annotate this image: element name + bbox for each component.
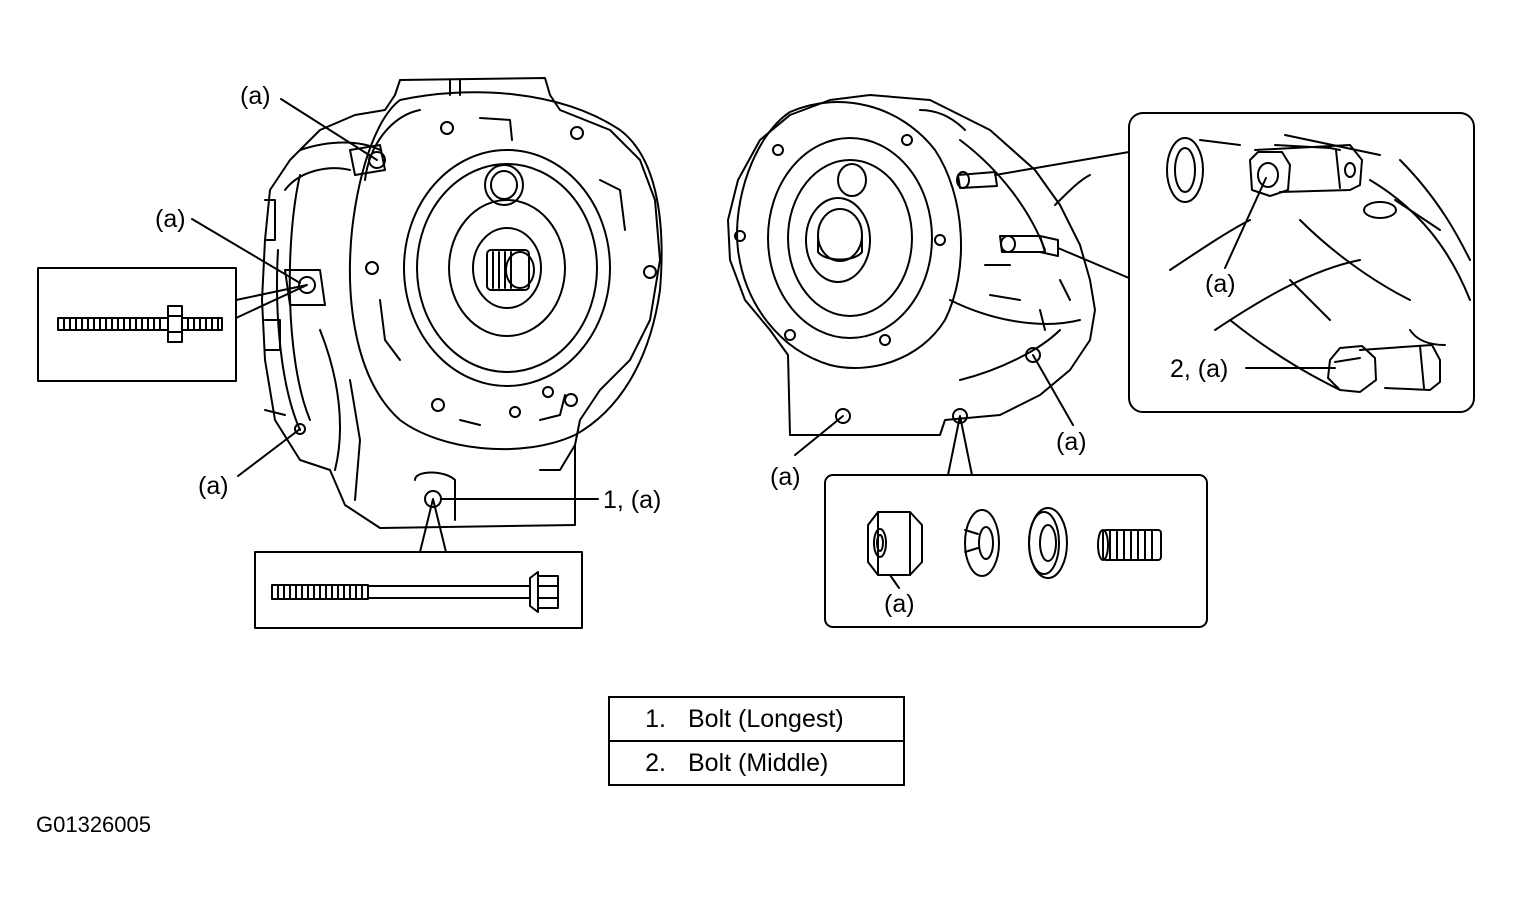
legend-number: 2. (645, 748, 666, 777)
leader-right-a (1032, 354, 1074, 426)
figure-id: G01326005 (36, 812, 151, 837)
leader-left-a (794, 415, 844, 456)
callout-a-nut: (a) (884, 590, 915, 618)
stud-bolt-inset (37, 267, 237, 382)
callout-a-upper-bolt: (a) (1205, 270, 1236, 298)
long-bolt-leader (419, 498, 447, 553)
leader-upper-bolt-a (1224, 177, 1267, 269)
nut-inset-leader (947, 415, 973, 476)
callout-2a: 2, (a) (1170, 355, 1228, 383)
legend-number: 1. (645, 704, 666, 733)
leader-mid-a (191, 218, 301, 284)
callout-a-right-center: (a) (1056, 428, 1087, 456)
stud-inset-leader (235, 284, 308, 319)
callout-a-mid-left: (a) (155, 205, 186, 233)
legend-row: 1. Bolt (Longest) (608, 696, 905, 742)
callout-a-left-center: (a) (770, 463, 801, 491)
leader-nut-a (889, 574, 900, 589)
bolt-bracket-inset (1128, 112, 1475, 413)
right-case-assembly (727, 94, 1096, 436)
leader-top-a (280, 98, 378, 161)
legend-text: Bolt (Longest) (688, 704, 844, 733)
callout-1a: 1, (a) (603, 486, 661, 514)
left-case-assembly (261, 77, 663, 529)
bracket-inset-leader (994, 151, 1130, 279)
callout-a-top-left: (a) (240, 82, 271, 110)
legend-row: 2. Bolt (Middle) (608, 740, 905, 786)
leader-bottom-a (237, 428, 301, 477)
legend-table: 1. Bolt (Longest) 2. Bolt (Middle) (608, 696, 905, 786)
legend-text: Bolt (Middle) (688, 748, 829, 777)
callout-a-bottom-left: (a) (198, 472, 229, 500)
long-bolt-inset (254, 551, 583, 629)
nut-washer-inset (824, 474, 1208, 628)
